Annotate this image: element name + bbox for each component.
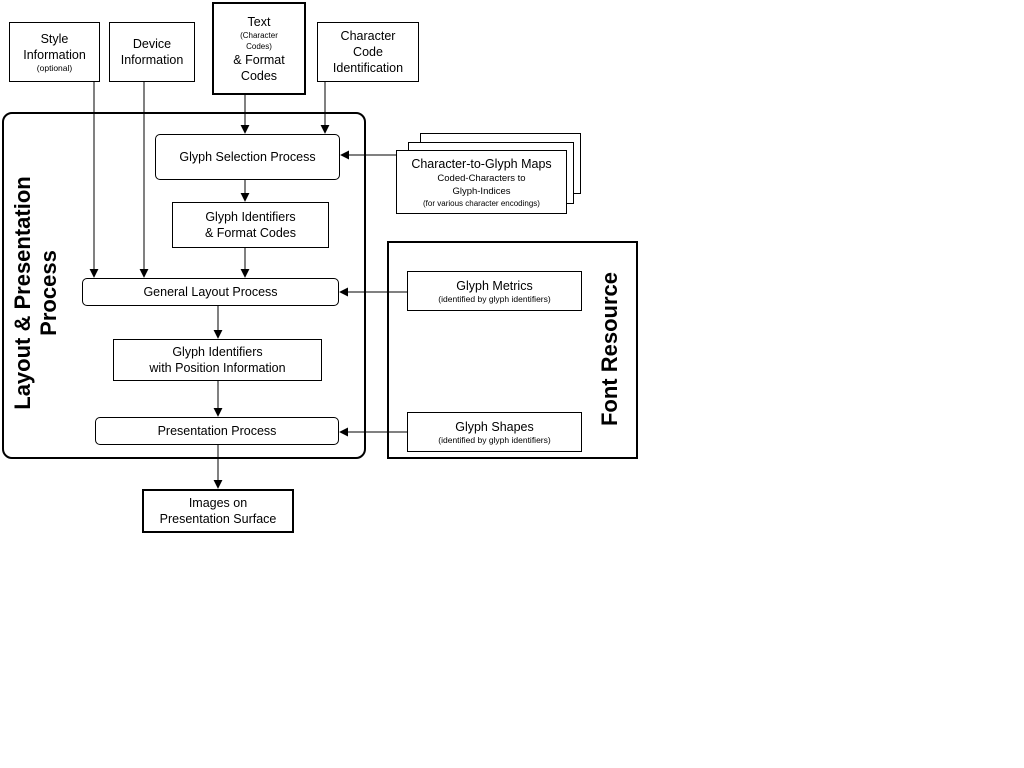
glyph-shapes-title: Glyph Shapes — [455, 419, 534, 434]
style-information-box: Style Information (optional) — [9, 22, 100, 82]
glyph-ids-format-line2: & Format Codes — [204, 226, 296, 240]
character-to-glyph-maps-box: Character-to-Glyph Maps Coded-Characters… — [396, 150, 567, 214]
layout-presentation-label: Layout & Presentation Process — [10, 173, 62, 413]
charcode-line2: Code — [353, 45, 383, 59]
glyph-identifiers-position-box: Glyph Identifiers with Position Informat… — [113, 339, 322, 381]
glyph-selection-process-label: Glyph Selection Process — [179, 150, 316, 164]
text-format-codes-box: Text (Character Codes) & Format Codes — [212, 2, 306, 95]
glyph-metrics-sub: (identified by glyph identifiers) — [438, 293, 551, 304]
text-line2: (Character — [240, 30, 278, 40]
output-line1: Images on — [188, 496, 248, 510]
presentation-process-label: Presentation Process — [157, 424, 277, 438]
maps-line4: (for various character encodings) — [423, 198, 540, 208]
text-line3: Codes) — [246, 41, 272, 51]
style-information-line1: Style — [40, 31, 69, 46]
glyph-shapes-sub: (identified by glyph identifiers) — [438, 434, 551, 445]
glyph-metrics-title: Glyph Metrics — [456, 278, 533, 293]
glyph-selection-process-box: Glyph Selection Process — [155, 134, 340, 180]
glyph-identifiers-format-box: Glyph Identifiers & Format Codes — [172, 202, 329, 248]
font-resource-label: Font Resource — [597, 269, 623, 429]
charcode-line3: Identification — [332, 61, 404, 75]
layout-presentation-label-line1: Layout & Presentation — [10, 176, 35, 410]
font-resource-group — [387, 241, 638, 459]
layout-presentation-group — [2, 112, 366, 459]
device-information-line2: Information — [120, 53, 184, 67]
layout-presentation-label-line2: Process — [36, 250, 61, 336]
maps-line3: Glyph-Indices — [452, 185, 511, 197]
device-information-line1: Device — [132, 37, 172, 51]
general-layout-process-box: General Layout Process — [82, 278, 339, 306]
charcode-line1: Character — [340, 29, 396, 43]
device-information-box: Device Information — [109, 22, 195, 82]
maps-line2: Coded-Characters to — [437, 172, 526, 184]
output-line2: Presentation Surface — [159, 512, 277, 526]
general-layout-process-label: General Layout Process — [143, 285, 278, 299]
font-resource-label-text: Font Resource — [597, 271, 622, 427]
style-information-line2: Information — [23, 47, 86, 62]
character-code-identification-box: Character Code Identification — [317, 22, 419, 82]
presentation-process-box: Presentation Process — [95, 417, 339, 445]
glyph-ids-position-line2: with Position Information — [149, 361, 286, 375]
text-line4: & Format — [233, 52, 285, 67]
glyph-shapes-box: Glyph Shapes (identified by glyph identi… — [407, 412, 582, 452]
images-presentation-surface-box: Images on Presentation Surface — [142, 489, 294, 533]
text-line1: Text — [247, 14, 271, 29]
maps-title: Character-to-Glyph Maps — [411, 156, 552, 171]
style-information-optional: (optional) — [36, 62, 73, 73]
glyph-ids-position-line1: Glyph Identifiers — [172, 345, 263, 359]
glyph-ids-format-line1: Glyph Identifiers — [205, 210, 296, 224]
glyph-metrics-box: Glyph Metrics (identified by glyph ident… — [407, 271, 582, 311]
text-line5: Codes — [240, 68, 278, 83]
